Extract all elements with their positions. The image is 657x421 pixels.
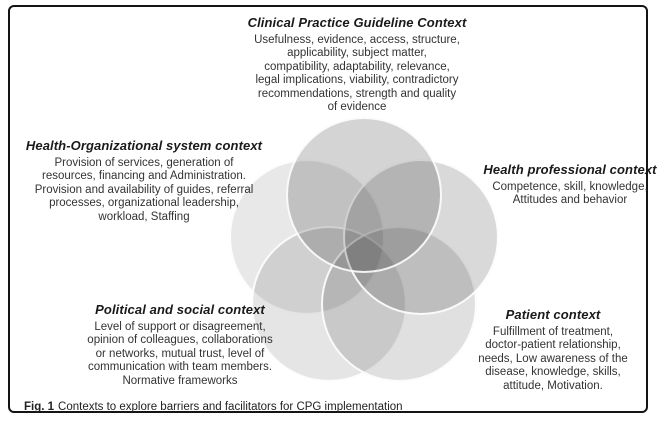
- section-professional-context: Health professional context Competence, …: [478, 162, 657, 208]
- section-body-organizational: Provision of services, generation of res…: [34, 157, 254, 223]
- section-cpg-context: Clinical Practice Guideline Context Usef…: [180, 15, 534, 115]
- section-body-political: Level of support or disagreement, opinio…: [87, 321, 273, 387]
- section-body-cpg: Usefulness, evidence, access, structure,…: [254, 34, 460, 114]
- section-body-patient: Fulfillment of treatment, doctor-patient…: [478, 326, 628, 392]
- section-title-professional: Health professional context: [483, 162, 657, 177]
- section-political-context: Political and social context Level of su…: [45, 302, 315, 388]
- section-title-political: Political and social context: [95, 302, 265, 317]
- section-body-professional: Competence, skill, knowledge, Attitudes …: [492, 181, 648, 207]
- section-title-patient: Patient context: [505, 307, 601, 322]
- section-title-cpg: Clinical Practice Guideline Context: [247, 15, 467, 30]
- section-title-organizational: Health-Organizational system context: [25, 138, 263, 153]
- section-organizational-context: Health-Organizational system context Pro…: [18, 138, 270, 224]
- figure-caption-text: Contexts to explore barriers and facilit…: [58, 401, 403, 413]
- venn-circle-cpg: [286, 117, 442, 273]
- section-patient-context: Patient context Fulfillment of treatment…: [448, 307, 657, 393]
- figure-border-frame: Clinical Practice Guideline Context Usef…: [8, 5, 656, 413]
- figure-caption-label: Fig. 1: [24, 401, 55, 413]
